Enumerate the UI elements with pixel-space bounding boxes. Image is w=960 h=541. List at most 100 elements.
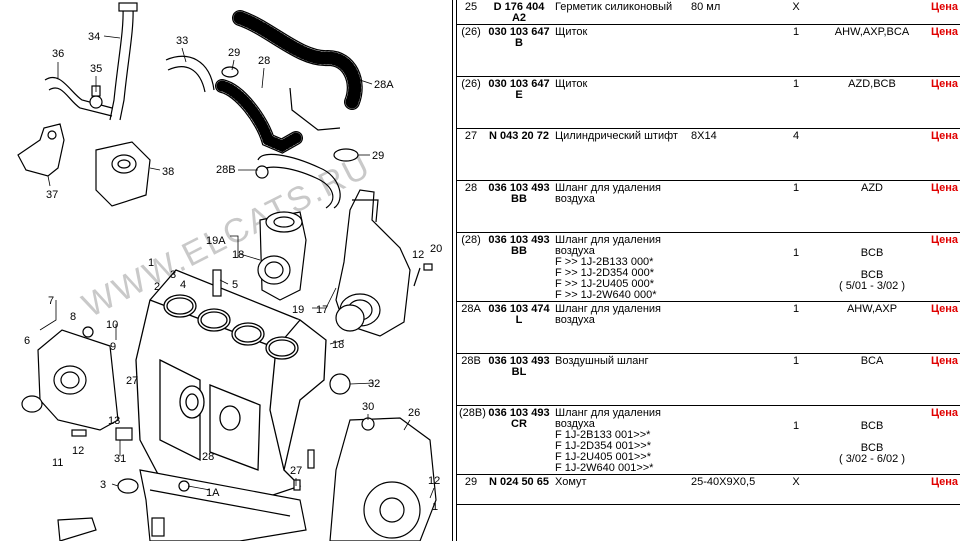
quantity-cell: 1 [777,180,815,233]
part-name-cell: Воздушный шланг [553,353,689,406]
spec-cell [689,353,777,406]
model-cell-line: BCB [860,420,884,432]
engine-block-drawing: WWW.ELCATS.RU [17,2,442,541]
callout-28a: 28A [374,79,394,91]
part-name-cell-line: Хомут [555,476,587,488]
part-number-cell-line: 036 103 493 [488,407,550,419]
callout-7: 7 [48,295,54,307]
price-link[interactable]: Цена [931,234,959,246]
callout-2: 2 [154,281,160,293]
bracket-37 [17,123,65,177]
price-link[interactable]: Цена [931,303,959,315]
part-number-cell-line: D 176 404 A2 [493,1,545,24]
callout-3: 3 [170,269,176,281]
exploded-parts-diagram[interactable]: WWW.ELCATS.RU [0,0,453,541]
quantity-cell: 1 [777,232,815,302]
callout-5: 5 [232,279,238,291]
part-name-cell-line: Шланг для удаления [555,182,661,194]
callout-9: 9 [110,341,116,353]
callout-19: 19 [292,304,304,316]
quantity-cell: X [777,474,815,505]
model-cell-line: ( 3/02 - 6/02 ) [838,453,906,465]
part-number-cell-line: N 043 20 72 [489,130,549,142]
price-link[interactable]: Цена [931,1,959,13]
callout-3-b: 3 [100,479,106,491]
quantity-cell: X [777,0,815,25]
part-name-cell-line: F 1J-2W640 001>>* [555,462,654,474]
position-cell: 28B [457,353,485,406]
callout-31: 31 [114,453,126,465]
model-cell-line: BCB [860,442,884,454]
callout-30: 30 [362,401,374,413]
part-name-cell-line: Цилиндрический штифт [555,130,678,142]
position-cell: 25 [457,0,485,25]
part-number-cell: N 024 50 65 [485,474,553,505]
part-number-cell-line: 036 103 493 [488,234,550,246]
callout-17: 17 [316,304,328,316]
spec-cell [689,301,777,354]
model-cell [815,0,929,25]
price-cell: Цена [929,301,960,354]
callout-34: 34 [88,31,100,43]
part-name-cell-line: воздуха [555,245,595,257]
model-cell-line: BCA [860,355,884,367]
part-number-cell-line: BB [511,193,527,205]
callout-12-b: 12 [72,445,84,457]
part-name-cell-line: F >> 1J-2D354 000* [555,267,655,279]
callout-28: 28 [258,55,270,67]
part-number-cell: N 043 20 72 [485,128,553,181]
part-name-cell-line: F >> 1J-2U405 000* [555,278,655,290]
part-name-cell-line: Воздушный шланг [555,355,649,367]
spec-cell: 80 мл [689,0,777,25]
position-cell: 27 [457,128,485,181]
price-link[interactable]: Цена [931,476,959,488]
price-link[interactable]: Цена [931,78,959,90]
price-link[interactable]: Цена [931,130,959,142]
spec-cell [689,232,777,302]
callout-19a: 19A [206,235,226,247]
cylinder-block [135,269,327,501]
callout-32: 32 [368,378,380,390]
price-cell: Цена [929,76,960,129]
part-name-cell-line: Шланг для удаления [555,234,661,246]
callout-1: 1 [148,257,154,269]
price-link[interactable]: Цена [931,355,959,367]
callout-1-b: 1 [432,501,438,513]
hose-28b [255,153,341,209]
model-cell-line: BCB [860,247,884,259]
model-cell [815,474,929,505]
callout-28b: 28B [216,164,236,176]
part-number-cell: D 176 404 A2 [485,0,553,25]
part-name-cell-line: F 1J-2U405 001>>* [555,451,652,463]
part-38 [95,141,151,207]
price-link[interactable]: Цена [931,407,959,419]
quantity-cell: 1 [777,301,815,354]
part-number-cell: 036 103 474 L [485,301,553,354]
price-cell: Цена [929,474,960,505]
spec-cell [689,24,777,77]
model-cell-line: ( 5/01 - 3/02 ) [838,280,906,292]
part-number-cell-line: CR [511,418,527,430]
part-name-cell-line: Щиток [555,78,588,90]
part-number-cell-line: BL [511,366,527,378]
part-number-cell-line: 030 103 647 E [488,78,550,101]
callout-37: 37 [46,189,58,201]
price-link[interactable]: Цена [931,26,959,38]
price-link[interactable]: Цена [931,182,959,194]
